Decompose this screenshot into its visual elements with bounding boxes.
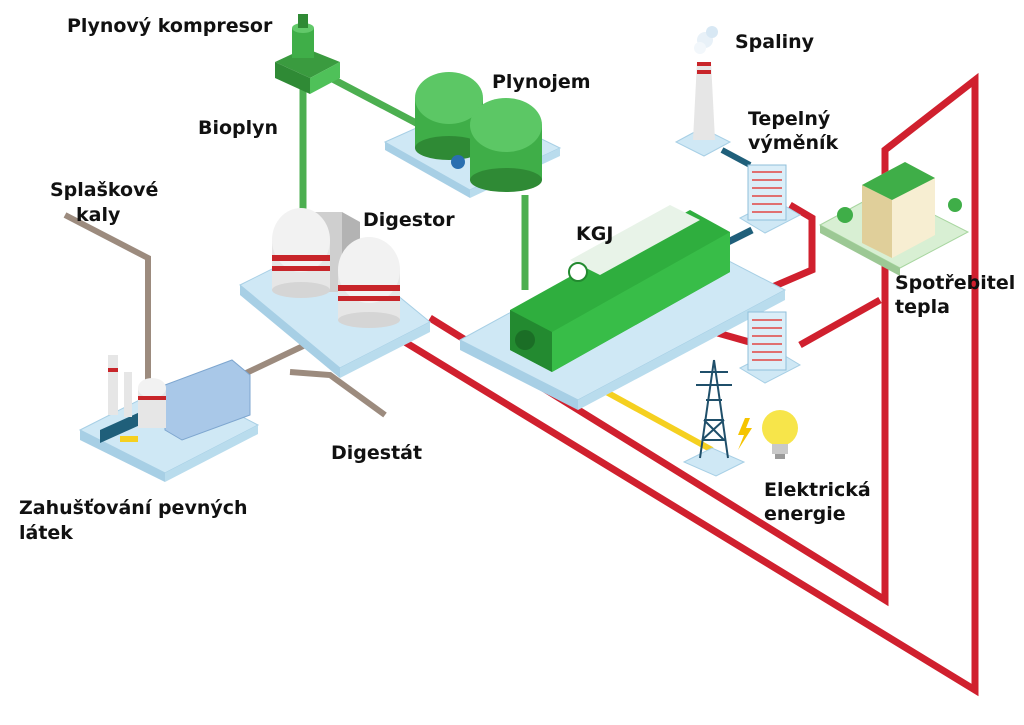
digester [239,208,431,378]
gas-compressor [275,14,340,94]
label-thickening-1: Zahušťování pevných [19,497,248,519]
label-flue-gas: Spaliny [735,31,815,53]
label-thickening-2: látek [19,522,73,544]
gas-pipes [299,71,529,290]
label-sludge-2: kaly [76,204,121,226]
label-heat-consumer-1: Spotřebitel [895,272,1015,294]
label-heat-exchanger-2: výměník [748,132,838,154]
gasholder [383,72,562,198]
thickening-facility [78,355,260,482]
chp-unit [458,205,787,410]
label-compressor: Plynový kompresor [67,15,273,37]
heat-exchanger-upper [738,164,802,234]
label-biogas: Bioplyn [198,117,278,139]
label-digestate: Digestát [331,442,422,464]
heat-consumer-building [818,162,970,276]
diagram-labels: Plynový kompresor Plynojem Bioplyn Splaš… [19,15,1015,544]
label-chp: KGJ [576,223,613,245]
exhaust-pipe [720,147,752,168]
heat-pipe-to-consumer [798,296,882,349]
label-electric-1: Elektrická [764,479,871,501]
gas-pipe-compressor-gasholder [323,71,422,129]
light-bulb-icon [762,410,798,459]
power-pylon [682,359,752,477]
label-electric-2: energie [764,503,846,525]
heat-exchanger-lower [738,311,802,384]
label-heat-consumer-2: tepla [895,296,950,318]
heat-pipe-outer-loop [393,72,979,697]
label-sludge-1: Splaškové [50,179,158,201]
chimney [674,26,732,157]
label-heat-exchanger-1: Tepelný [748,108,831,130]
label-digester: Digestor [363,209,455,231]
sludge-pipe-inlet [63,212,151,385]
sludge-pipe-digestate [289,369,387,418]
label-gasholder: Plynojem [492,71,591,93]
